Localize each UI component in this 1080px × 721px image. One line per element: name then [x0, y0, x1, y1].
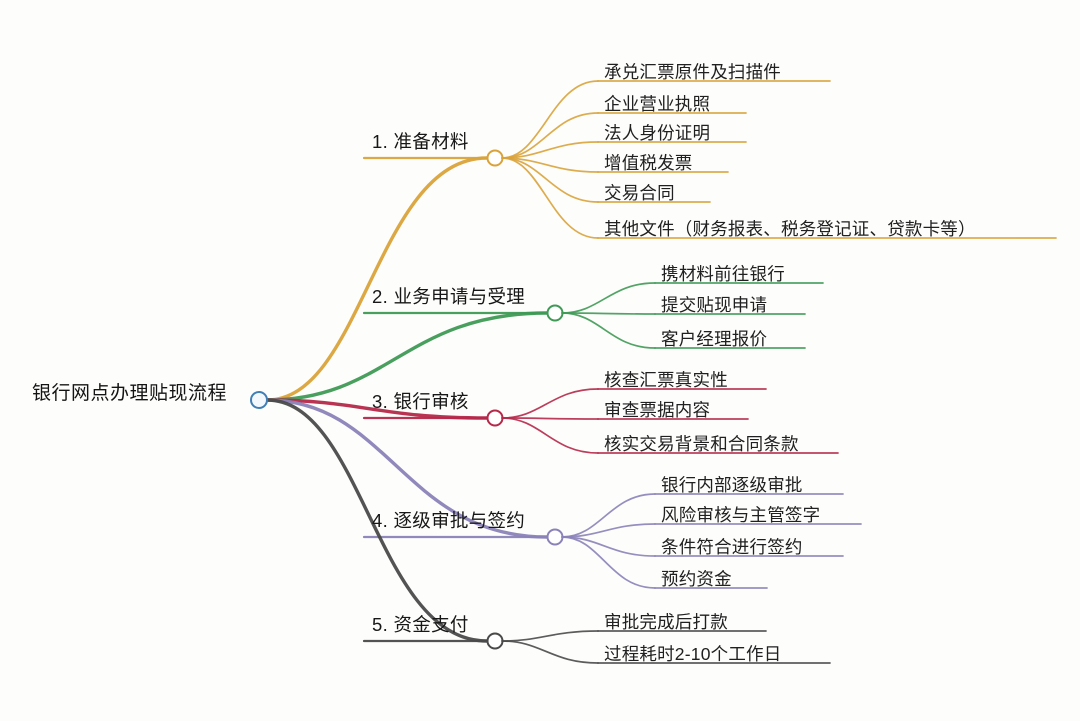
- branch-1-label[interactable]: 1. 准备材料: [372, 131, 469, 152]
- root-node-graphic: [15, 391, 268, 409]
- branch-4-leaf-label[interactable]: 风险审核与主管签字: [661, 505, 821, 525]
- branch-1-leaf-5-connector: [501, 157, 599, 239]
- branch-2-leaf-label[interactable]: 客户经理报价: [661, 329, 768, 349]
- branch-5-trunk-connector: [265, 398, 489, 643]
- branch-4-trunk-connector: [265, 398, 549, 539]
- branch-3-node-circle[interactable]: [486, 409, 504, 427]
- branch-5-label[interactable]: 5. 资金支付: [372, 614, 469, 635]
- branch-1-trunk-connector: [265, 156, 489, 402]
- branch-5-node-circle[interactable]: [486, 632, 504, 650]
- branch-1-leaf-label[interactable]: 法人身份证明: [604, 123, 711, 143]
- branch-1-leaf-label[interactable]: 交易合同: [604, 183, 675, 203]
- branch-3-leaf-0-connector: [501, 388, 599, 419]
- branch-2-leaf-label[interactable]: 提交贴现申请: [661, 295, 768, 315]
- branch-1-leaf-4-connector: [501, 157, 599, 203]
- branch-2-leaf-label[interactable]: 携材料前往银行: [661, 264, 785, 284]
- branch-1-leaf-1-connector: [501, 112, 599, 159]
- branch-3-leaf-label[interactable]: 核查汇票真实性: [604, 370, 728, 390]
- branch-1-leaf-label[interactable]: 承兑汇票原件及扫描件: [604, 62, 781, 82]
- branch-1-leaf-2-connector: [501, 141, 599, 159]
- branch-3-leaf-label[interactable]: 审查票据内容: [604, 400, 711, 420]
- branch-4-leaf-label[interactable]: 预约资金: [661, 569, 732, 589]
- branch-5-leaf-0-connector: [501, 630, 599, 642]
- branch-2-leaf-1-connector: [561, 312, 656, 315]
- branch-3-leaf-label[interactable]: 核实交易背景和合同条款: [604, 434, 799, 454]
- branch-4-leaf-label[interactable]: 条件符合进行签约: [661, 537, 803, 557]
- branch-2-trunk-connector: [265, 311, 549, 402]
- branch-5-leaf-label[interactable]: 过程耗时2-10个工作日: [604, 644, 782, 664]
- branch-1-leaf-label[interactable]: 增值税发票: [604, 153, 693, 173]
- branch-1-leaf-label[interactable]: 其他文件（财务报表、税务登记证、贷款卡等）: [604, 219, 976, 239]
- branch-1-leaf-label[interactable]: 企业营业执照: [604, 94, 711, 114]
- root-node-circle[interactable]: [250, 391, 268, 409]
- branch-3-leaf-2-connector: [501, 417, 599, 454]
- root-node-label: 银行网点办理贴现流程: [32, 383, 228, 404]
- branch-2-node-circle[interactable]: [546, 304, 564, 322]
- branch-connectors: [265, 80, 1057, 664]
- branch-4-leaf-0-connector: [561, 493, 656, 538]
- branch-1-leaf-3-connector: [501, 157, 599, 173]
- branch-2-leaf-0-connector: [561, 282, 656, 314]
- branch-5-leaf-1-connector: [501, 640, 599, 664]
- branch-4-leaf-1-connector: [561, 523, 656, 538]
- branch-4-node-circle[interactable]: [546, 528, 564, 546]
- branch-2-label[interactable]: 2. 业务申请与受理: [372, 286, 526, 307]
- branch-4-leaf-3-connector: [561, 536, 656, 589]
- branch-4-label[interactable]: 4. 逐级审批与签约: [372, 510, 526, 531]
- branch-1-node-circle[interactable]: [486, 149, 504, 167]
- branch-4-leaf-label[interactable]: 银行内部逐级审批: [661, 475, 803, 495]
- branch-4-leaf-2-connector: [561, 536, 656, 557]
- branch-1-leaf-0-connector: [501, 80, 599, 159]
- branch-3-leaf-1-connector: [501, 417, 599, 420]
- branch-5-leaf-label[interactable]: 审批完成后打款: [604, 612, 728, 632]
- branch-3-label[interactable]: 3. 银行审核: [372, 391, 469, 412]
- branch-2-leaf-2-connector: [561, 312, 656, 349]
